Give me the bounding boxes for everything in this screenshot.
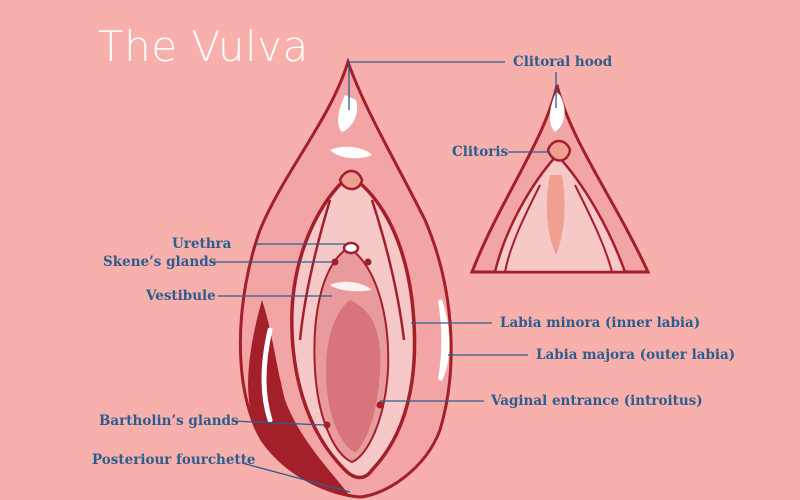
posterior-fourchette-leader: [241, 462, 351, 493]
label-clitoris: Clitoris: [452, 144, 509, 160]
inner-fold-right: [370, 199, 406, 341]
vaginal-entrance-shape: [326, 300, 381, 452]
inset-fold-left: [504, 184, 541, 273]
hood-highlight-lower: [330, 146, 372, 159]
labia-majora-highlight-left: [261, 327, 273, 423]
skenes-gland-dot: [331, 258, 339, 266]
inset-clitoris-shape: [546, 139, 572, 162]
labia-majora-shadow: [248, 300, 350, 496]
inset-hood-highlight: [549, 92, 565, 132]
label-clitoral-hood: Clitoral hood: [513, 54, 613, 70]
leader-lines: [212, 61, 557, 493]
main-vulva-illustration: [238, 57, 453, 499]
inner-fold-left: [298, 199, 332, 341]
label-skenes-glands: Skene’s glands: [103, 254, 217, 270]
label-vaginal-entrance: Vaginal entrance (introitus): [491, 393, 703, 409]
inset-centre: [546, 175, 565, 255]
label-urethra: Urethra: [172, 236, 232, 252]
clitoral-hood-highlight: [338, 95, 358, 132]
label-bartholins-glands: Bartholin’s glands: [99, 413, 239, 429]
inset-fold-right: [574, 184, 613, 273]
vestibule-highlight: [330, 281, 372, 292]
labia-majora-highlight-right: [438, 299, 450, 381]
label-vestibule: Vestibule: [146, 288, 216, 304]
label-labia-majora: Labia majora (outer labia): [536, 347, 736, 363]
clitoral-hood-leader: [348, 61, 505, 110]
bartholins-gland-dot: [323, 421, 331, 429]
label-posterior-fourchette: Posteriour fourchette: [92, 452, 256, 468]
inset-clitoris-illustration: [469, 84, 651, 274]
bartholins-gland-dot-right: [376, 401, 384, 409]
skenes-gland-dot-right: [364, 258, 372, 266]
clitoris-shape: [338, 169, 364, 191]
urethra-shape: [342, 241, 360, 255]
label-labia-minora: Labia minora (inner labia): [500, 315, 701, 331]
page-title: The Vulva: [98, 22, 309, 71]
bartholins-glands-leader: [231, 420, 325, 426]
